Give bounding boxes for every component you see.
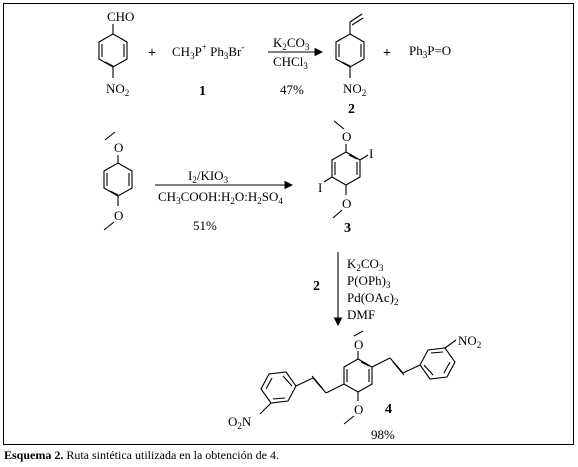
methoxy-o-top: O: [114, 140, 123, 155]
methoxy-o-3-bottom: O: [342, 196, 351, 211]
reagent-phosphonium: CH3P+ Ph3Br-: [172, 42, 244, 61]
nitrobenzaldehyde-structure: CHO NO2: [98, 9, 134, 98]
arrow3-cond-line-3: Pd(OAc)2: [347, 290, 398, 307]
nitro-group-a: NO2: [106, 81, 129, 98]
iodine-left: I: [318, 180, 322, 195]
arrow1-top-condition: K2CO3: [273, 35, 310, 52]
reagent-number-2: 2: [313, 279, 320, 294]
caption-text: Ruta sintética utilizada en la obtención…: [63, 448, 279, 462]
caption-label: Esquema 2.: [4, 448, 64, 462]
arrow3-cond-line-1: K2CO3: [347, 256, 384, 273]
compound-number-4: 4: [385, 402, 392, 417]
bis-nitrostyryl-product-structure: O O NO2 O2N: [228, 330, 481, 431]
iodine-top: I: [369, 146, 373, 161]
aldehyde-group: CHO: [107, 9, 134, 24]
compound-number-2: 2: [348, 102, 355, 117]
yield-2: 51%: [193, 218, 217, 233]
compound-number-3: 3: [344, 221, 351, 236]
methoxy-o-3-top: O: [342, 129, 351, 144]
nitro-group-right: NO2: [458, 333, 481, 350]
scheme-frame: [3, 3, 574, 445]
arrow3-cond-line-4: DMF: [347, 307, 375, 322]
figure-caption: Esquema 2. Ruta sintética utilizada en l…: [4, 448, 279, 463]
nitrostyrene-structure: NO2: [335, 13, 366, 98]
nitro-group-left: O2N: [228, 414, 252, 431]
arrow2-bottom-condition: CH3COOH:H2O:H2SO4: [158, 189, 283, 206]
methoxy-o-4-bottom: O: [354, 402, 363, 417]
arrow1-bottom-condition: CHCl3: [273, 54, 308, 71]
methoxy-o-bottom: O: [114, 208, 123, 223]
dimethoxybenzene-structure: O O: [103, 131, 133, 231]
byproduct-phosphine-oxide: Ph3P=O: [409, 43, 451, 60]
arrow3-cond-line-2: P(OPh)3: [347, 273, 391, 290]
methoxy-o-4-top: O: [354, 337, 363, 352]
nitro-group-b: NO2: [343, 81, 366, 98]
diiodo-dimethoxybenzene-structure: O I I O: [318, 120, 373, 219]
yield-1: 47%: [280, 82, 304, 97]
compound-number-1: 1: [199, 84, 206, 99]
arrow2-top-condition: I2/KIO3: [188, 168, 229, 185]
yield-3: 98%: [371, 427, 395, 442]
plus-sign-2: +: [383, 46, 391, 61]
plus-sign-1: +: [148, 46, 156, 61]
